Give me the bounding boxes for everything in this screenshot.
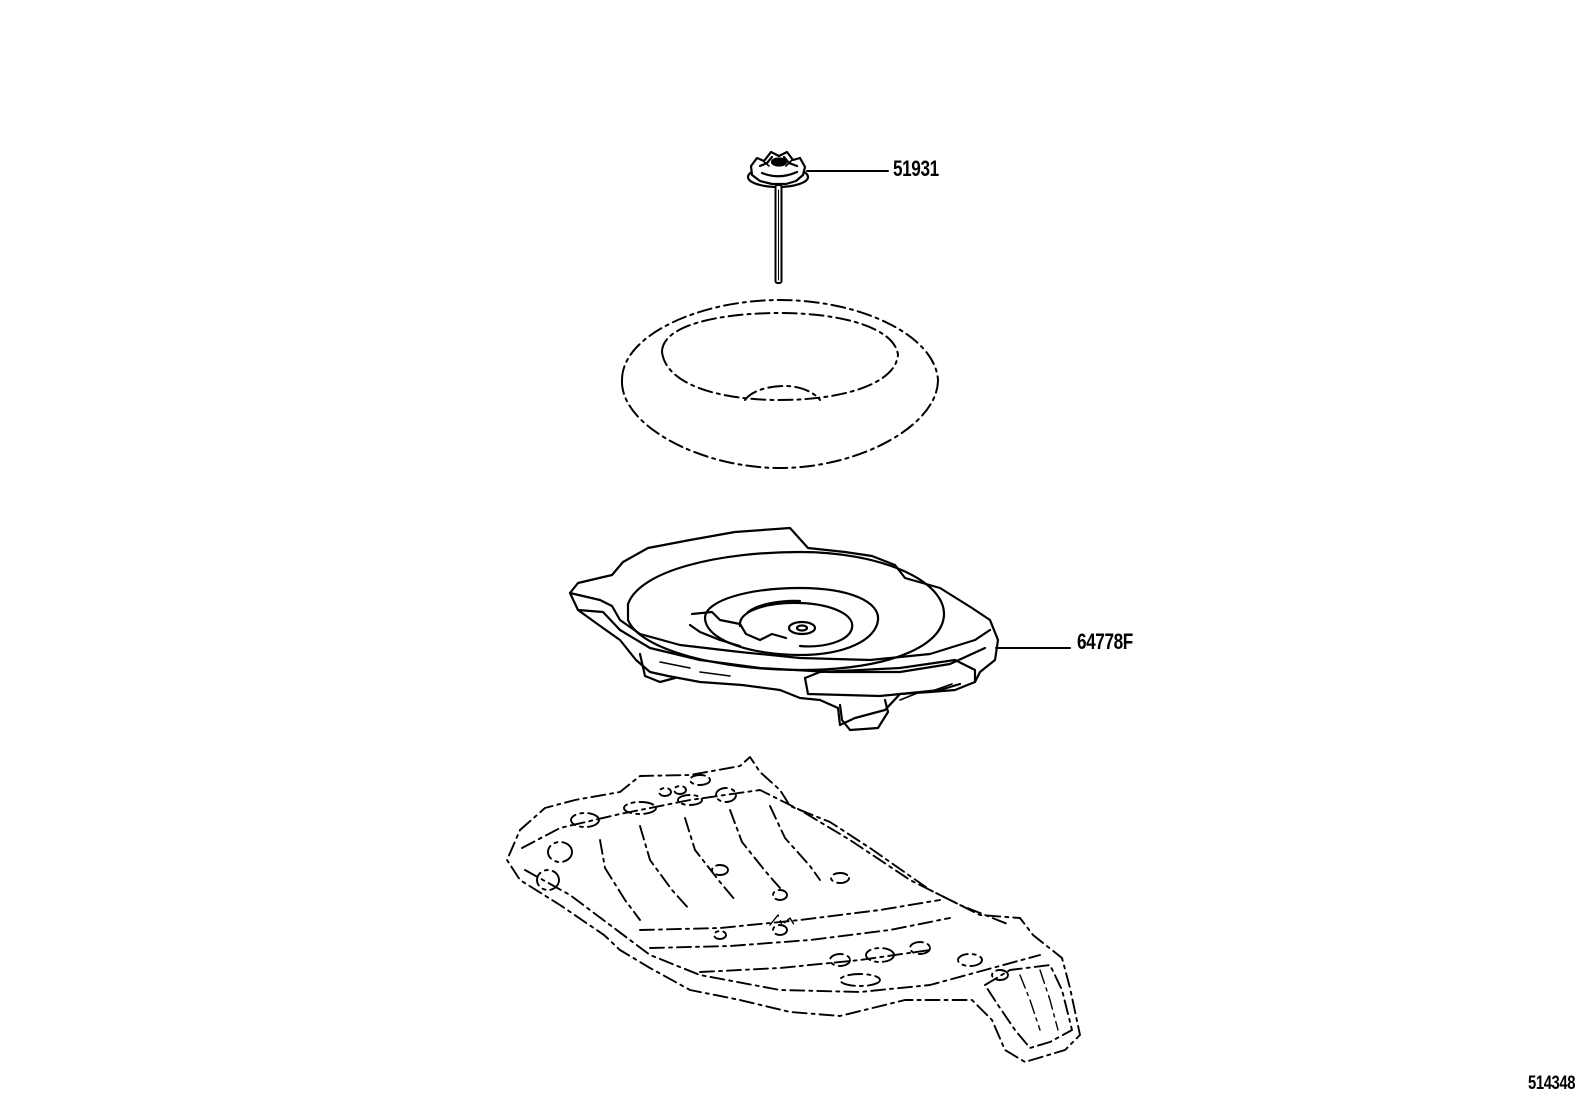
rear-floor-pan-phantom	[506, 756, 1081, 1063]
spare-tire-phantom	[620, 299, 939, 469]
clamp-bolt-51931[interactable]	[746, 150, 889, 284]
illustration-number: 514348	[1528, 1073, 1576, 1094]
part-number-label-64778F[interactable]: 64778F	[1077, 629, 1133, 654]
part-number-label-51931[interactable]: 51931	[893, 156, 939, 181]
spare-tire-cover-tray-64778F[interactable]	[568, 526, 1071, 732]
